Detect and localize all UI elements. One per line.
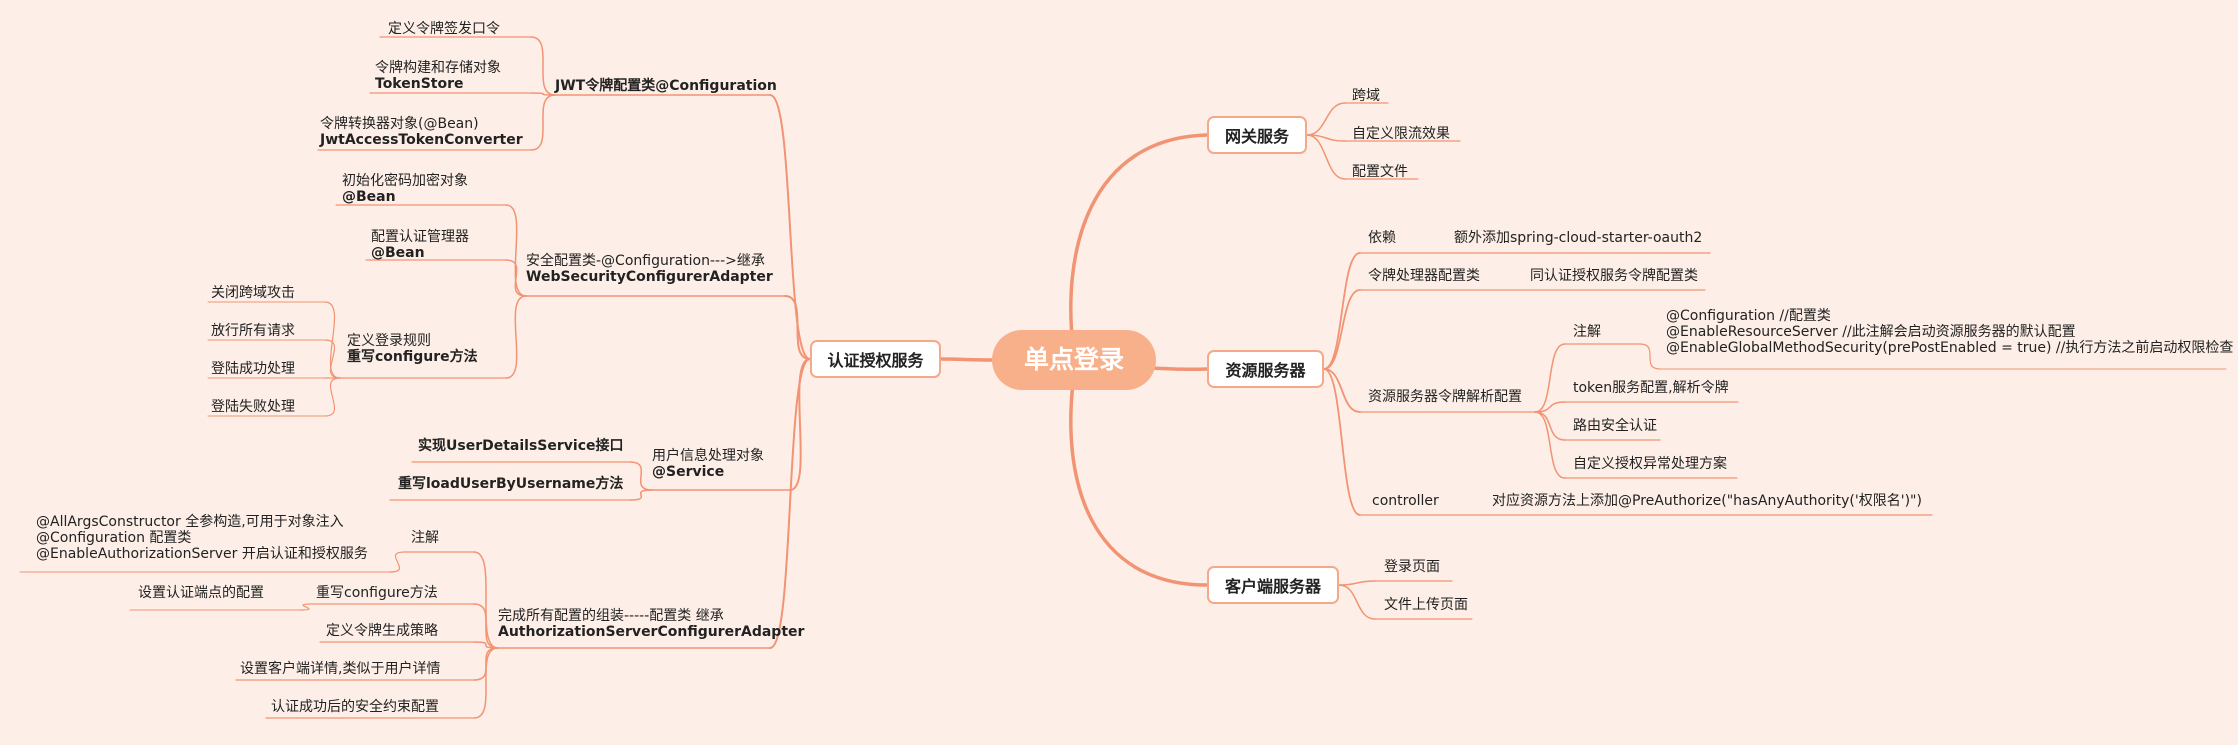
node-label: 资源服务器令牌解析配置	[1368, 389, 1522, 405]
token-config-class[interactable]: 令牌处理器配置类	[1368, 268, 1480, 284]
node-label: 重写configure方法	[316, 585, 438, 601]
node-label: 跨域	[1352, 88, 1380, 104]
node-label: controller	[1372, 493, 1439, 509]
node-label: 依赖	[1368, 230, 1396, 246]
node-label: token服务配置,解析令牌	[1573, 380, 1729, 396]
node-label: 设置认证端点的配置	[138, 585, 264, 601]
security-constraints[interactable]: 认证成功后的安全约束配置	[271, 699, 439, 715]
node-label-code: TokenStore	[375, 76, 464, 92]
node-label: 初始化密码加密对象	[342, 173, 468, 189]
annotation-line: @AllArgsConstructor 全参构造,可用于对象注入	[36, 514, 344, 530]
custom-auth-exception[interactable]: 自定义授权异常处理方案	[1573, 456, 1727, 472]
resource-dependency-value[interactable]: 额外添加spring-cloud-starter-oauth2	[1454, 230, 1702, 246]
resource-parse-config[interactable]: 资源服务器令牌解析配置	[1368, 389, 1522, 405]
node-label: 登录页面	[1384, 559, 1440, 575]
route-security[interactable]: 路由安全认证	[1573, 418, 1657, 434]
gateway-rate-limit[interactable]: 自定义限流效果	[1352, 126, 1450, 142]
resource-annotations[interactable]: 注解	[1573, 324, 1601, 340]
node-label: 注解	[1573, 324, 1601, 340]
login-success[interactable]: 登陆成功处理	[211, 361, 295, 377]
resource-dependency[interactable]: 依赖	[1368, 230, 1396, 246]
token-config-value[interactable]: 同认证授权服务令牌配置类	[1530, 268, 1698, 284]
node-label: JWT令牌配置类@Configuration	[555, 78, 777, 94]
login-failure[interactable]: 登陆失败处理	[211, 399, 295, 415]
node-label: 自定义限流效果	[1352, 126, 1450, 142]
jwt-config[interactable]: JWT令牌配置类@Configuration	[555, 78, 777, 94]
branch-resource-server[interactable]: 资源服务器	[1207, 350, 1324, 388]
node-label: 定义令牌签发口令	[388, 21, 500, 37]
node-label: 配置认证管理器	[371, 229, 469, 245]
node-label: 认证成功后的安全约束配置	[271, 699, 439, 715]
endpoint-config[interactable]: 设置认证端点的配置	[138, 585, 264, 601]
annotation-list[interactable]: @AllArgsConstructor 全参构造,可用于对象注入@Configu…	[36, 514, 368, 562]
branch-auth-service[interactable]: 认证授权服务	[810, 340, 941, 378]
annotation-line: @EnableGlobalMethodSecurity(prePostEnabl…	[1666, 340, 2234, 356]
node-label: 定义令牌生成策略	[326, 623, 438, 639]
user-service[interactable]: 用户信息处理对象@Service	[652, 448, 764, 480]
gateway-cors[interactable]: 跨域	[1352, 88, 1380, 104]
node-label: 注解	[411, 530, 439, 546]
annotation-line: @EnableAuthorizationServer 开启认证和授权服务	[36, 546, 368, 562]
preauthorize-annotation[interactable]: 对应资源方法上添加@PreAuthorize("hasAnyAuthority(…	[1492, 493, 1922, 509]
disable-csrf[interactable]: 关闭跨域攻击	[211, 285, 295, 301]
node-label-code: AuthorizationServerConfigurerAdapter	[498, 624, 805, 640]
node-label: 登陆失败处理	[211, 399, 295, 415]
permit-all[interactable]: 放行所有请求	[211, 323, 295, 339]
node-label-code: @Bean	[342, 189, 396, 205]
resource-controller[interactable]: controller	[1372, 493, 1439, 509]
node-label: 对应资源方法上添加@PreAuthorize("hasAnyAuthority(…	[1492, 493, 1922, 509]
node-label: 重写loadUserByUsername方法	[398, 476, 624, 492]
node-label: 实现UserDetailsService接口	[418, 438, 624, 454]
node-label: 登陆成功处理	[211, 361, 295, 377]
annotation-line: @Configuration //配置类	[1666, 308, 1831, 324]
override-configure[interactable]: 重写configure方法	[316, 585, 438, 601]
node-label: 自定义授权异常处理方案	[1573, 456, 1727, 472]
gateway-config-file[interactable]: 配置文件	[1352, 164, 1408, 180]
node-label-code: 重写configure方法	[347, 349, 478, 365]
node-label: 同认证授权服务令牌配置类	[1530, 268, 1698, 284]
node-label: 令牌处理器配置类	[1368, 268, 1480, 284]
node-label: 设置客户端详情,类似于用户详情	[240, 661, 441, 677]
client-upload-page[interactable]: 文件上传页面	[1384, 597, 1468, 613]
token-service[interactable]: token服务配置,解析令牌	[1573, 380, 1729, 396]
impl-userdetailsservice[interactable]: 实现UserDetailsService接口	[418, 438, 624, 454]
node-label-code: WebSecurityConfigurerAdapter	[526, 269, 773, 285]
node-label-code: @Bean	[371, 245, 425, 261]
password-encoder[interactable]: 初始化密码加密对象@Bean	[342, 173, 468, 205]
resource-annotation-list[interactable]: @Configuration //配置类@EnableResourceServe…	[1666, 308, 2233, 356]
node-label: 定义登录规则	[347, 333, 431, 349]
annotation-line: @EnableResourceServer //此注解会启动资源服务器的默认配置	[1666, 324, 2076, 340]
node-label-code: @Service	[652, 464, 725, 480]
branch-gateway[interactable]: 网关服务	[1207, 116, 1307, 154]
node-label: 用户信息处理对象	[652, 448, 764, 464]
token-strategy[interactable]: 定义令牌生成策略	[326, 623, 438, 639]
node-label: 安全配置类-@Configuration--->继承	[526, 253, 765, 269]
branch-client-server[interactable]: 客户端服务器	[1207, 566, 1339, 604]
node-label: 文件上传页面	[1384, 597, 1468, 613]
node-label: 路由安全认证	[1573, 418, 1657, 434]
node-label: 配置文件	[1352, 164, 1408, 180]
login-rules[interactable]: 定义登录规则重写configure方法	[347, 333, 478, 365]
node-label: 令牌转换器对象(@Bean)	[320, 116, 479, 132]
jwt-converter[interactable]: 令牌转换器对象(@Bean)JwtAccessTokenConverter	[320, 116, 523, 148]
root-node[interactable]: 单点登录	[992, 330, 1156, 390]
override-loaduser[interactable]: 重写loadUserByUsername方法	[398, 476, 623, 492]
node-label: 令牌构建和存储对象	[375, 60, 501, 76]
client-login-page[interactable]: 登录页面	[1384, 559, 1440, 575]
annotation-line: @Configuration 配置类	[36, 530, 192, 546]
node-label: 关闭跨域攻击	[211, 285, 295, 301]
client-details[interactable]: 设置客户端详情,类似于用户详情	[240, 661, 440, 677]
node-label-code: JwtAccessTokenConverter	[320, 132, 523, 148]
node-label: 放行所有请求	[211, 323, 295, 339]
auth-server-annotations[interactable]: 注解	[411, 530, 439, 546]
jwt-issue-secret[interactable]: 定义令牌签发口令	[388, 21, 500, 37]
node-label: 额外添加spring-cloud-starter-oauth2	[1454, 230, 1703, 246]
auth-manager[interactable]: 配置认证管理器@Bean	[371, 229, 469, 261]
node-label: 完成所有配置的组装-----配置类 继承	[498, 608, 724, 624]
